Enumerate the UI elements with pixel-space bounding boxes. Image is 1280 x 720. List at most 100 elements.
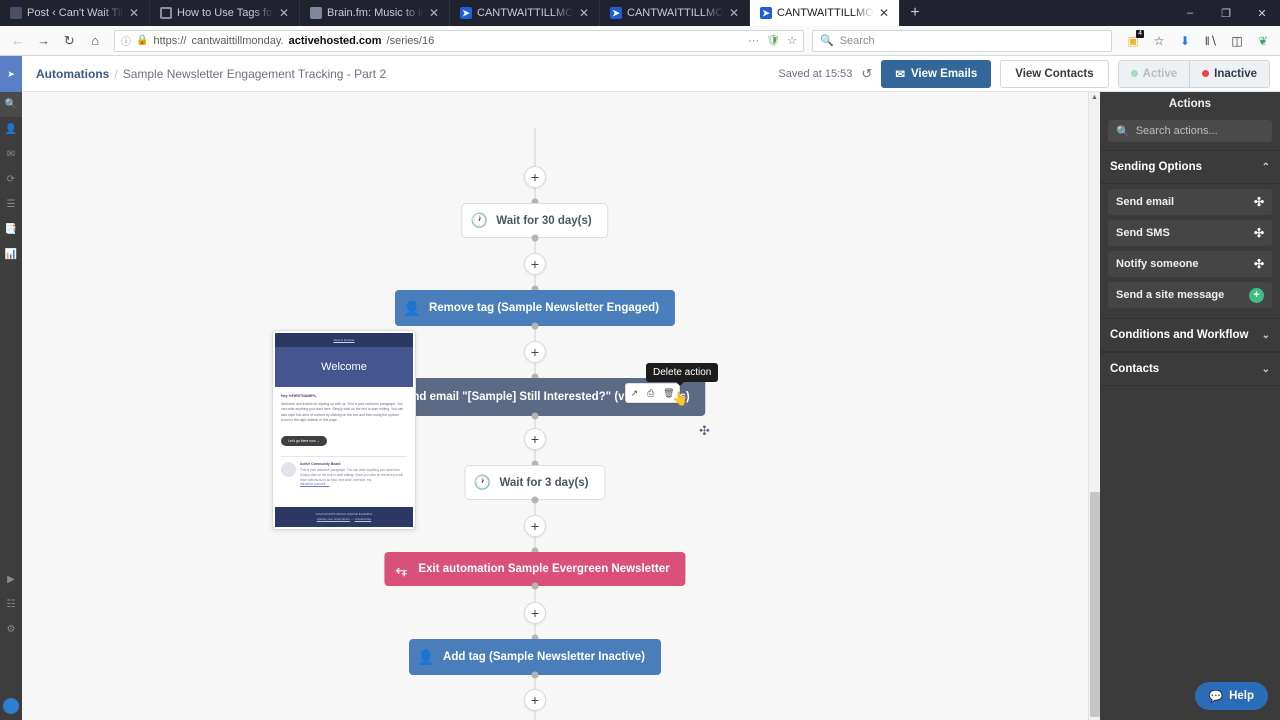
flow-node-wait-30[interactable]: 🕐 Wait for 30 day(s) [461, 203, 609, 238]
close-icon[interactable]: ✕ [279, 6, 290, 20]
avatar[interactable] [3, 698, 19, 714]
sidebar-icon[interactable]: ◫ [1231, 33, 1243, 48]
forward-icon[interactable]: → [37, 33, 51, 48]
add-step-button[interactable]: + [524, 341, 546, 363]
reload-icon[interactable]: ↻ [63, 32, 75, 48]
actions-group-sending-options[interactable]: Sending Options ⌃ [1100, 150, 1280, 184]
action-item-send-a-site-message[interactable]: Send a site message + [1108, 282, 1272, 308]
close-icon[interactable]: ✕ [729, 6, 740, 20]
add-step-button[interactable]: + [524, 428, 546, 450]
rail-deals-icon[interactable]: ▶ [7, 574, 15, 585]
move-icon[interactable]: ✣ [699, 423, 710, 438]
flow-node-wait-3[interactable]: 🕐 Wait for 3 day(s) [464, 465, 606, 500]
add-step-button[interactable]: + [524, 689, 546, 711]
close-icon[interactable]: ✕ [579, 6, 590, 20]
group-label: Contacts [1110, 363, 1160, 375]
move-icon[interactable]: ✣ [1253, 257, 1264, 271]
info-icon[interactable]: ⓘ [121, 37, 131, 48]
automation-canvas[interactable]: + 🕐 Wait for 30 day(s) + 👤 Remove tag (S… [22, 92, 1100, 720]
canvas-scrollbar[interactable]: ▲ [1088, 92, 1100, 720]
browser-tab-5-active[interactable]: ➤ CANTWAITTILLMONDAY Emai ✕ [750, 0, 900, 26]
action-item-send-sms[interactable]: Send SMS ✣ [1108, 220, 1272, 246]
close-icon[interactable]: ✕ [429, 6, 440, 20]
duplicate-icon[interactable]: ⎙ [646, 387, 655, 398]
home-icon[interactable]: ⌂ [91, 33, 100, 48]
tab-title: CANTWAITTILLMONDAY Emai [777, 7, 874, 19]
activecampaign-icon: ➤ [760, 7, 772, 19]
flow-node-label: Wait for 3 day(s) [499, 476, 589, 489]
delete-icon[interactable]: 🗑 [663, 387, 675, 398]
move-icon[interactable]: ✣ [1253, 195, 1264, 209]
chevron-down-icon: ⌄ [1261, 363, 1270, 375]
node-hover-toolbar: ↗ ⎙ 🗑 [625, 383, 680, 403]
browser-tab-4[interactable]: ➤ CANTWAITTILLMONDAY Emai ✕ [600, 0, 750, 26]
activecampaign-app: ➤ 🔍 👤 ✉ ⟳ ☰ 📑 📊 ▶ ☷ ⚙ Automations / Samp… [0, 56, 1280, 720]
maximize-button[interactable]: ❐ [1221, 7, 1231, 20]
browser-search-bar[interactable]: 🔍 Search [812, 29, 1112, 52]
view-emails-button[interactable]: ✉ View Emails [881, 59, 992, 88]
tab-strip: Post ‹ Can't Wait Till Monday ✕ How to U… [0, 0, 1280, 26]
add-step-button[interactable]: + [524, 602, 546, 624]
close-icon[interactable]: ✕ [129, 6, 140, 20]
history-clock-icon[interactable]: ↺ [861, 65, 873, 81]
add-step-button[interactable]: + [524, 515, 546, 537]
search-actions-input[interactable]: 🔍 Search actions... [1108, 120, 1272, 142]
help-button[interactable]: 💬 Help [1194, 682, 1268, 710]
ghostery-shield-icon[interactable]: ❦ [1257, 33, 1269, 48]
pocket-icon[interactable]: ☆ [1153, 33, 1165, 48]
minimize-button[interactable]: – [1186, 7, 1194, 19]
library-icon[interactable]: ‖∖ [1204, 33, 1218, 48]
email-preview-thumbnail[interactable]: View in browser Welcome Hey %FIRSTNAME%,… [272, 330, 416, 530]
status-toggle-inactive[interactable]: Inactive [1189, 60, 1269, 87]
active-dot-icon [1130, 70, 1138, 77]
actions-group-conditions-and-workflow[interactable]: Conditions and Workflow ⌄ [1100, 318, 1280, 352]
flow-node-exit-automation[interactable]: ⥆ Exit automation Sample Evergreen Newsl… [384, 552, 686, 586]
back-icon[interactable]: ← [11, 33, 25, 48]
node-port [531, 373, 539, 381]
rail-lists-icon[interactable]: ☰ [6, 199, 16, 210]
footer-account-info: %ACCOUNTS INFO% %RACE ELAINE% [315, 511, 373, 516]
node-port [531, 547, 539, 555]
shield-icon[interactable]: 🛡 [766, 35, 781, 47]
activecampaign-icon: ➤ [610, 7, 622, 19]
rail-reports-icon[interactable]: 📊 [4, 249, 18, 260]
star-icon[interactable]: ☆ [787, 35, 797, 47]
actions-group-contacts[interactable]: Contacts ⌄ [1100, 352, 1280, 386]
view-contacts-button[interactable]: View Contacts [1000, 59, 1109, 88]
scroll-up-icon[interactable]: ▲ [1091, 94, 1098, 101]
flow-node-remove-tag[interactable]: 👤 Remove tag (Sample Newsletter Engaged) [394, 290, 676, 326]
rail-automations-icon[interactable]: ⟳ [6, 174, 16, 185]
extension-icon[interactable]: ▣4 [1127, 29, 1144, 48]
scrollbar-thumb[interactable] [1090, 492, 1100, 717]
move-icon[interactable]: ✣ [1253, 226, 1264, 240]
downloads-icon[interactable]: ⬇ [1179, 33, 1191, 48]
add-step-button[interactable]: + [524, 166, 546, 188]
browser-tab-1[interactable]: How to Use Tags for Engageme ✕ [150, 0, 300, 26]
contact-icon: 👤 [417, 648, 435, 665]
action-item-notify-someone[interactable]: Notify someone ✣ [1108, 251, 1272, 277]
address-bar[interactable]: ⓘ 🔒 https://cantwaittillmonday.activehos… [114, 29, 804, 52]
rail-campaigns-icon[interactable]: ✉ [6, 149, 16, 160]
add-step-button[interactable]: + [524, 253, 546, 275]
rail-contacts-icon[interactable]: 👤 [4, 124, 18, 135]
browser-tab-0[interactable]: Post ‹ Can't Wait Till Monday ✕ [0, 0, 150, 26]
rail-settings-icon[interactable]: ⚙ [6, 624, 16, 635]
rail-apps-icon[interactable]: ☷ [6, 599, 16, 610]
status-toggle-active[interactable]: Active [1118, 60, 1190, 87]
close-icon[interactable]: ✕ [879, 6, 890, 20]
open-external-icon[interactable]: ↗ [630, 387, 639, 398]
flow-node-add-tag[interactable]: 👤 Add tag (Sample Newsletter Inactive) [409, 639, 661, 675]
page-actions-icon[interactable]: ··· [748, 34, 760, 47]
url-host: activehosted.com [288, 34, 382, 47]
activecampaign-icon: ➤ [460, 7, 472, 19]
new-tab-button[interactable]: + [900, 0, 930, 26]
browser-tab-3[interactable]: ➤ CANTWAITTILLMONDAY Emai ✕ [450, 0, 600, 26]
rail-logo[interactable]: ➤ [0, 56, 22, 92]
breadcrumb-root[interactable]: Automations [36, 66, 110, 81]
browser-tab-2[interactable]: Brain.fm: Music to improve fo ✕ [300, 0, 450, 26]
rail-forms-icon[interactable]: 📑 [4, 224, 18, 235]
rail-search-icon[interactable]: 🔍 [0, 92, 22, 117]
add-circle-icon[interactable]: + [1249, 287, 1264, 303]
close-window-button[interactable]: ✕ [1257, 7, 1267, 20]
action-item-send-email[interactable]: Send email ✣ [1108, 189, 1272, 215]
